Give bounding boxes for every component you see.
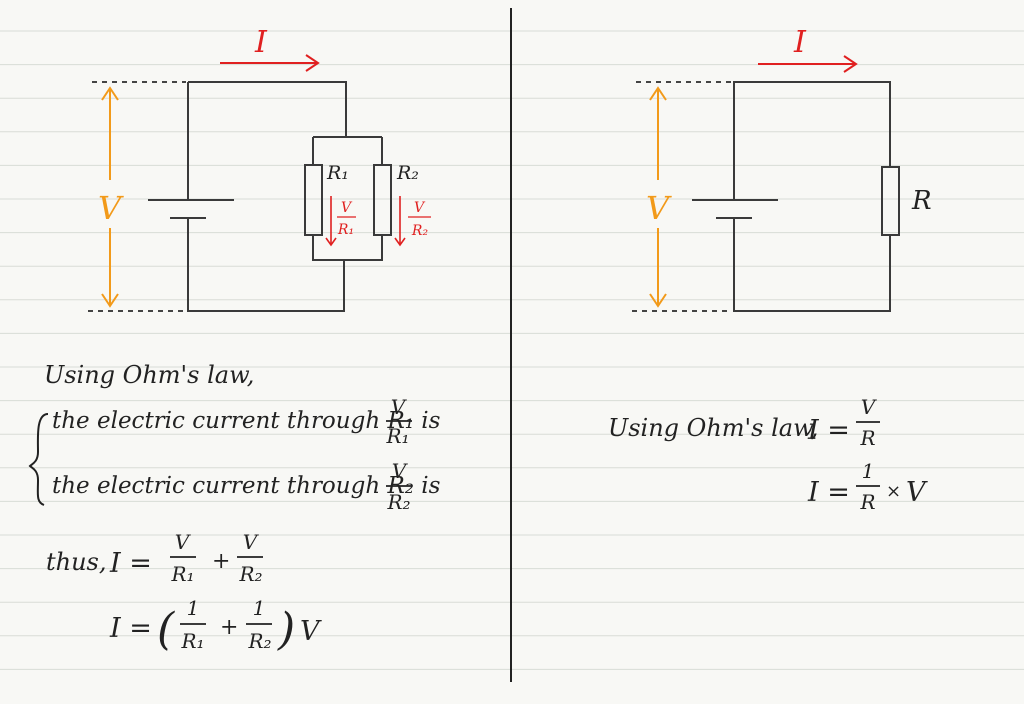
left-line3-num: V [392,459,409,483]
eq2-close-paren: ) [277,604,295,655]
right-eq2-lhs: I = [807,477,850,508]
eq2-plus: + [220,615,238,640]
left-current-arrow [220,54,320,72]
left-voltage-arrow [88,81,186,312]
right-eq1-num: V [861,395,878,419]
right-voltage-arrow [632,81,732,312]
r-label: R [911,186,932,216]
eq1-frac2-den: R₂ [238,562,262,586]
left-derivation: Using Ohm's law, the electric current th… [28,361,441,655]
r1-label: R₁ [326,162,349,184]
right-eq1-lhs: I = [807,415,850,446]
right-eq2-times: × [886,481,901,502]
left-bottom-wire [187,218,345,312]
right-eq1-den: R [859,426,875,450]
r2-label: R₂ [396,162,419,184]
eq2-frac2-num: 1 [253,596,266,620]
left-current-symbol: I [254,25,268,60]
r2-current-num: V [414,200,426,216]
resistor-r1 [304,164,323,236]
right-eq2-den: R [859,490,875,514]
eq1-lhs: I = [109,548,152,579]
right-current-symbol: I [793,25,807,60]
resistor-r2 [373,164,392,236]
r2-current-arrow [394,196,406,247]
r1-current-den: R₁ [337,222,354,238]
left-brace [28,413,49,506]
right-current-arrow [758,55,858,73]
eq2-open-paren: ( [157,604,175,655]
left-line2-num: V [391,395,408,419]
left-line2-text: the electric current through R₁ is [52,408,441,434]
left-intro-line: Using Ohm's law, [44,361,254,389]
right-circuit: I R V [632,25,932,312]
eq2-frac1-den: R₁ [180,629,204,653]
right-voltage-symbol: V [646,189,672,227]
right-eq2-var: V [906,477,928,508]
left-line3-den: R₂ [386,490,410,514]
parallel-top-bus [312,136,383,165]
r1-current-num: V [341,200,353,216]
right-eq2-num: 1 [862,459,875,483]
right-derivation: Using Ohm's law, I = V R I = 1 R × V [608,395,928,514]
right-bottom-wire [733,218,891,312]
left-line2-den: R₁ [385,424,409,448]
eq1-frac2-num: V [243,530,260,554]
left-circuit: I R₁ R₂ V R₁ V R₂ [88,25,431,312]
r2-current-den: R₂ [411,223,429,239]
eq1-frac1-den: R₁ [170,562,194,586]
eq1-frac1-num: V [175,530,192,554]
parallel-bottom-bus [312,236,383,261]
eq2-lhs: I = [109,613,152,644]
left-top-wire [188,81,347,137]
thus-label: thus, [46,548,107,576]
eq1-plus: + [212,549,230,574]
r1-current-arrow [325,196,337,247]
left-voltage-symbol: V [98,189,124,227]
left-line3-text: the electric current through R₂ is [52,473,441,499]
eq2-frac1-num: 1 [187,596,200,620]
eq2-var: V [300,616,322,647]
right-top-wire [733,81,891,200]
eq2-frac2-den: R₂ [247,629,271,653]
right-intro-text: Using Ohm's law, [608,414,818,442]
resistor-r [881,166,900,236]
